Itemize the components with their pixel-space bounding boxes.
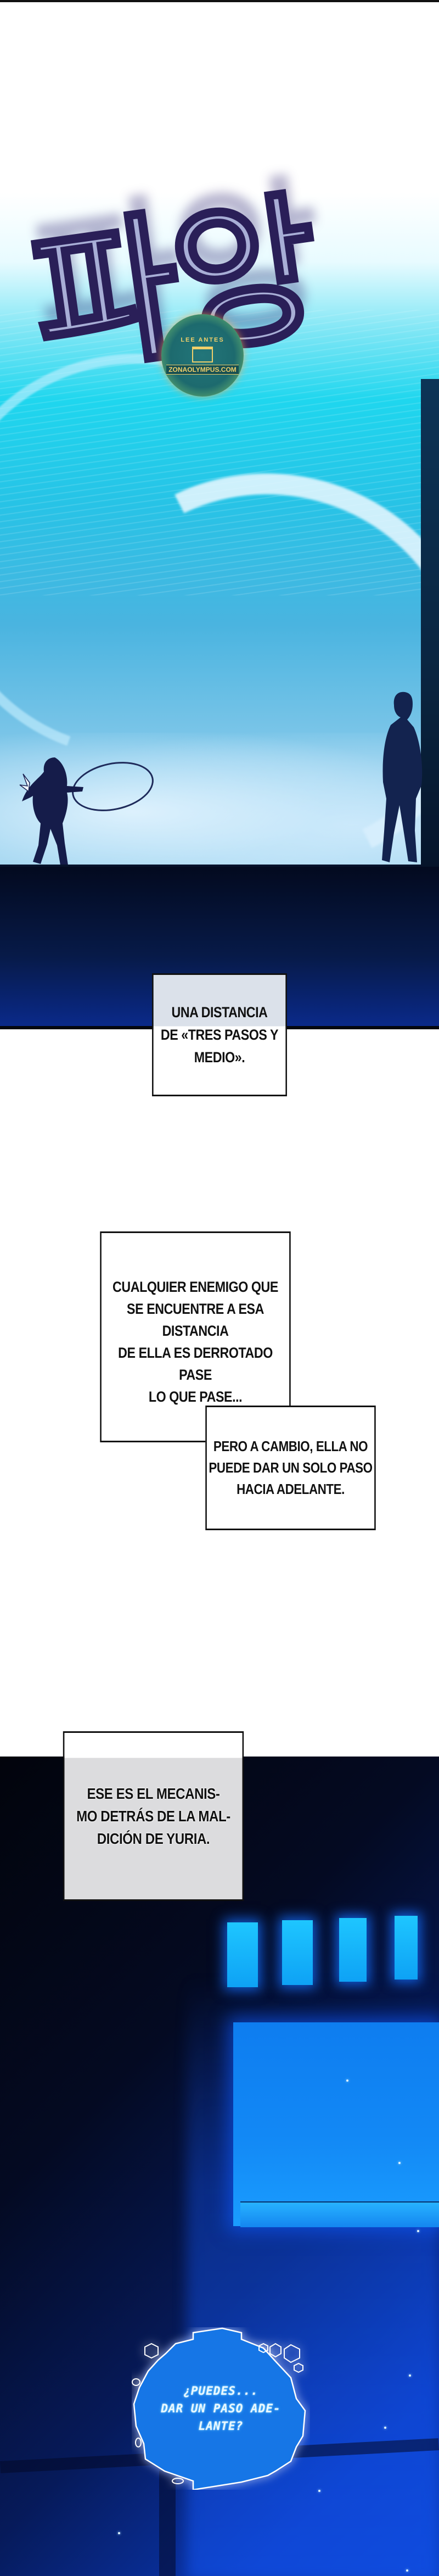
building-edge — [421, 379, 439, 867]
window-sill — [240, 2201, 439, 2227]
floor-shadow-line — [159, 2471, 176, 2576]
caption-text: UNA DISTANCIA DE «TRES PASOS Y MEDIO». — [160, 1003, 279, 1066]
girl-silhouette-icon — [19, 757, 83, 865]
sparkle — [409, 2374, 411, 2377]
sparkle — [118, 2532, 120, 2534]
sparkle — [346, 2079, 348, 2082]
page-top-border — [0, 0, 439, 2]
sparkle — [384, 2427, 386, 2429]
caption-text: PERO A CAMBIO, ELLA NO PUEDE DAR UN SOLO… — [209, 1438, 373, 1497]
action-panel: 파앙 LEE ANTES ZONAOLYMPUS.COM — [0, 2, 439, 867]
watermark-top-text: LEE ANTES — [181, 336, 224, 343]
sparkle — [406, 2569, 408, 2572]
caption-box-cannot-step: PERO A CAMBIO, ELLA NO PUEDE DAR UN SOLO… — [205, 1406, 376, 1530]
glowing-window-1 — [227, 1922, 258, 1987]
speech-bubble-text: ¿PUEDES... DAR UN PASO ADE- LANTE? — [161, 2384, 281, 2433]
glowing-window-2 — [282, 1920, 313, 1985]
sparkle — [318, 2490, 320, 2492]
ground-edge — [0, 865, 423, 867]
caption-box-distance: UNA DISTANCIA DE «TRES PASOS Y MEDIO». — [152, 973, 287, 1096]
glowing-window-3 — [339, 1918, 367, 1982]
hex-bubble-outline-icon — [132, 2327, 306, 2490]
speech-bubble: ¿PUEDES... DAR UN PASO ADE- LANTE? — [132, 2327, 310, 2490]
large-glowing-window — [233, 2022, 439, 2226]
dust-cloud — [0, 733, 439, 865]
sparkle — [398, 2162, 401, 2164]
caption-text: ESE ES EL MECANIS- MO DETRÁS DE LA MAL- … — [76, 1785, 230, 1847]
man-silhouette-icon — [382, 692, 423, 862]
scanlation-watermark: LEE ANTES ZONAOLYMPUS.COM — [161, 314, 244, 397]
sparkle — [417, 2230, 419, 2232]
caption-box-curse-mechanism: ESE ES EL MECANIS- MO DETRÁS DE LA MAL- … — [63, 1731, 244, 1901]
watermark-site-text: ZONAOLYMPUS.COM — [166, 364, 239, 375]
temple-icon — [192, 346, 213, 363]
caption-box-enemy-defeated: CUALQUIER ENEMIGO QUE SE ENCUENTRE A ESA… — [100, 1231, 291, 1442]
glowing-window-4 — [395, 1916, 418, 1980]
caption-text: CUALQUIER ENEMIGO QUE SE ENCUENTRE A ESA… — [112, 1279, 278, 1405]
